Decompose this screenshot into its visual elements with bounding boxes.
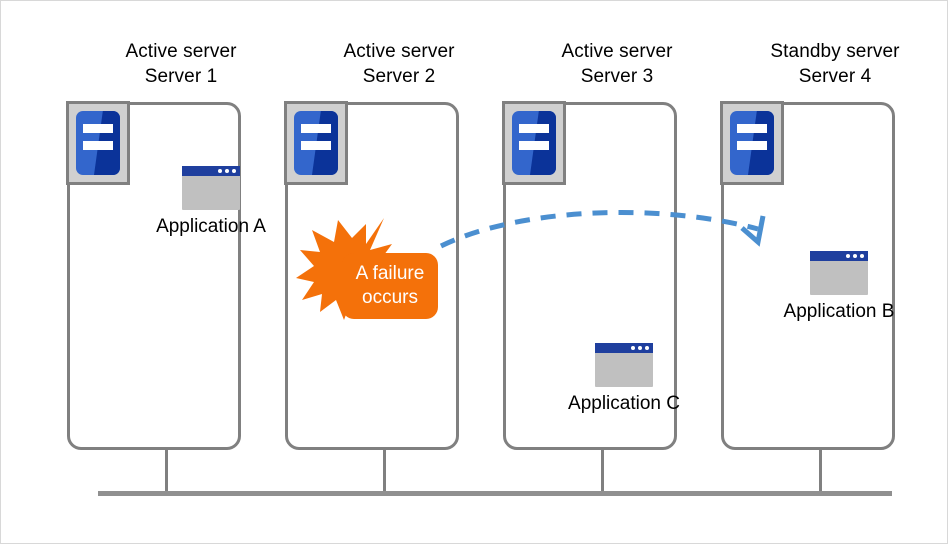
server-unit-slot [301, 124, 331, 133]
application-label: Application C [568, 393, 680, 414]
server-unit-slot [519, 124, 549, 133]
window-titlebar [810, 251, 868, 261]
server-icon [502, 101, 566, 185]
server-unit-slot [519, 141, 549, 150]
server-name-label: Server 2 [362, 66, 436, 87]
server-role-label: Active server [561, 41, 673, 62]
application-label: Application A [156, 216, 266, 237]
server-name-label: Server 1 [144, 66, 218, 87]
application-label: Application B [783, 301, 895, 322]
network-drop-line-server-2 [383, 450, 386, 494]
application-b[interactable]: Application B [754, 251, 924, 324]
column-header-server-2: Active server Server 2 [289, 39, 509, 89]
server-unit-slot [737, 141, 767, 150]
server-unit-slot [301, 141, 331, 150]
column-header-server-1: Active server Server 1 [71, 39, 291, 89]
server-name-label: Server 4 [798, 66, 872, 87]
network-drop-line-server-1 [165, 450, 168, 494]
failure-message-box: A failure occurs [342, 253, 438, 319]
failure-indicator[interactable]: A failure occurs [296, 216, 446, 326]
network-drop-line-server-4 [819, 450, 822, 494]
window-titlebar [595, 343, 653, 353]
network-bus-icon [98, 491, 892, 496]
application-window-icon [810, 251, 868, 295]
failure-message-line-2: occurs [362, 287, 418, 308]
server-unit-graphic [76, 111, 120, 175]
server-name-label: Server 3 [580, 66, 654, 87]
application-a[interactable]: Application A [126, 166, 296, 239]
server-icon [720, 101, 784, 185]
window-titlebar [182, 166, 240, 176]
application-window-icon [182, 166, 240, 210]
window-dots [846, 254, 864, 258]
failure-message-line-1: A failure [355, 263, 425, 284]
server-unit-slot [83, 124, 113, 133]
window-dots [218, 169, 236, 173]
server-role-label: Active server [343, 41, 455, 62]
server-unit-slot [737, 124, 767, 133]
server-unit-slot [83, 141, 113, 150]
server-unit-graphic [730, 111, 774, 175]
application-window-icon [595, 343, 653, 387]
server-role-label: Standby server [770, 41, 900, 62]
column-header-server-3: Active server Server 3 [507, 39, 727, 89]
server-icon [66, 101, 130, 185]
server-role-label: Active server [125, 41, 237, 62]
server-icon [284, 101, 348, 185]
application-c[interactable]: Application C [539, 343, 709, 416]
network-drop-line-server-3 [601, 450, 604, 494]
server-unit-graphic [294, 111, 338, 175]
column-header-server-4: Standby server Server 4 [725, 39, 945, 89]
window-dots [631, 346, 649, 350]
server-unit-graphic [512, 111, 556, 175]
